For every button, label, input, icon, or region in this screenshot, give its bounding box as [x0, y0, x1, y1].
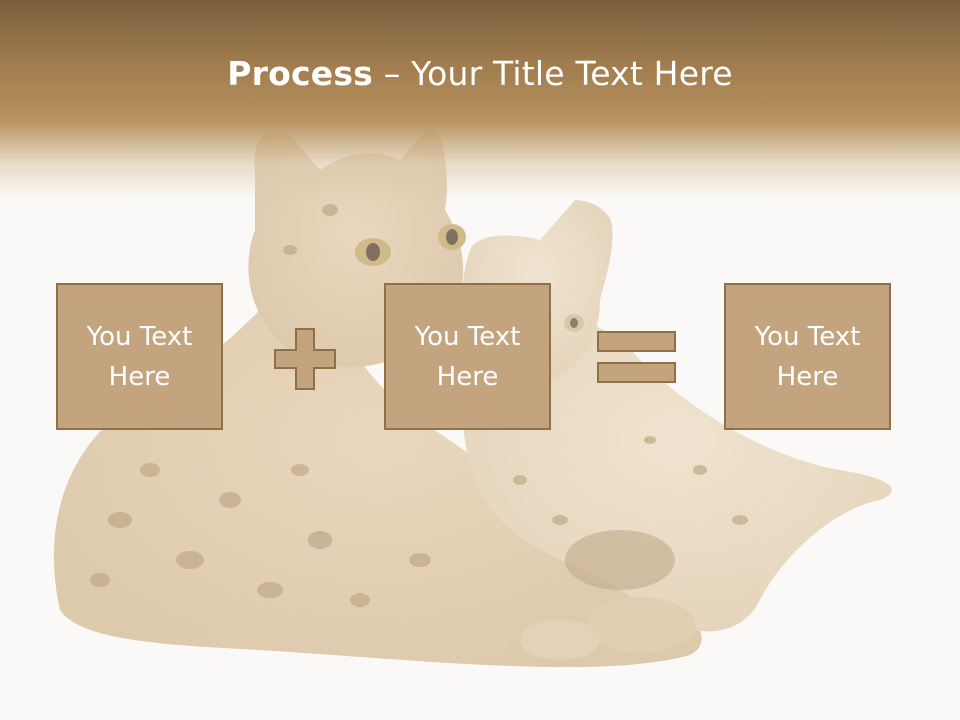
process-box-3: You Text Here	[724, 283, 891, 430]
slide-title: Process – Your Title Text Here	[0, 52, 960, 96]
process-box-2-text: You Text Here	[414, 321, 521, 392]
header-band	[0, 0, 960, 200]
title-bold: Process	[227, 54, 374, 93]
process-box-1: You Text Here	[56, 283, 223, 430]
process-box-1-text: You Text Here	[86, 321, 193, 392]
process-box-2: You Text Here	[384, 283, 551, 430]
title-rest: – Your Title Text Here	[373, 54, 733, 93]
plus-icon	[274, 328, 336, 390]
process-box-3-text: You Text Here	[754, 321, 861, 392]
equals-icon	[597, 331, 676, 383]
